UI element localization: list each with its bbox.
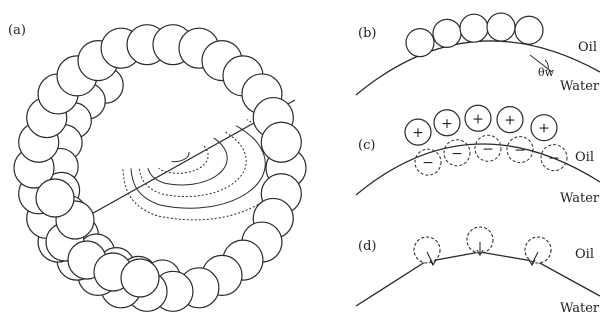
minus-sign: − [451, 146, 463, 162]
panel-b-oil-label: Oil [578, 40, 597, 55]
plus-sign: + [441, 116, 453, 132]
plus-sign: + [538, 121, 550, 137]
minus-sign: − [548, 151, 560, 167]
oil-water-interface [355, 143, 601, 196]
contour-line [137, 120, 247, 198]
panel-c-label: (c) [358, 138, 375, 153]
negative-image-charge [540, 144, 568, 172]
force-arrow [426, 251, 434, 265]
panel-d-label: (d) [358, 239, 376, 254]
deformed-interface [355, 251, 601, 307]
arrow-head [429, 259, 437, 267]
interface-panel-c: +−+−+−+−+− [355, 104, 601, 196]
positive-particle [464, 104, 492, 132]
arrow-head [476, 249, 484, 257]
force-arrow [531, 251, 539, 265]
negative-image-charge [414, 148, 442, 176]
plus-sign: + [504, 113, 516, 129]
interface-particle [486, 12, 516, 42]
panel-d-oil-label: Oil [575, 247, 594, 262]
minus-sign: − [482, 141, 494, 157]
contour-line [120, 105, 285, 221]
negative-image-charge [443, 139, 471, 167]
panel-b-water-label: Water [560, 79, 600, 94]
minus-sign: − [514, 143, 526, 159]
minus-sign: − [422, 155, 434, 171]
interface-particle [514, 15, 544, 45]
contour-line [153, 134, 209, 174]
panel-c-oil-label: Oil [575, 150, 594, 165]
positive-particle [433, 109, 461, 137]
contact-angle-arc [544, 59, 549, 71]
panel-b-contact-angle-label: θw [538, 66, 555, 79]
panel-a-label: (a) [8, 23, 26, 38]
positive-particle [496, 105, 524, 134]
plus-sign: + [472, 111, 484, 127]
interface-particle [405, 28, 435, 58]
deforming-particle [524, 236, 552, 264]
arrow-head [528, 259, 536, 267]
cross-section-particle [120, 258, 160, 298]
positive-particle [404, 118, 432, 146]
interface-panel-d [355, 226, 601, 307]
contour-line [161, 142, 190, 163]
interface-particle [432, 18, 462, 48]
negative-image-charge [474, 134, 502, 162]
panel-b-label: (b) [358, 26, 376, 41]
droplet-panel-a [13, 24, 307, 312]
panel-d-water-label: Water [560, 301, 600, 316]
positive-particle [530, 114, 558, 142]
cross-section-particle [35, 178, 75, 218]
interface-particle [459, 13, 489, 43]
plus-sign: + [412, 125, 424, 141]
negative-image-charge [506, 136, 534, 164]
interface-panel-b [355, 12, 601, 96]
deforming-particle [413, 236, 441, 264]
panel-c-water-label: Water [560, 191, 600, 206]
shell-particle [260, 121, 302, 163]
